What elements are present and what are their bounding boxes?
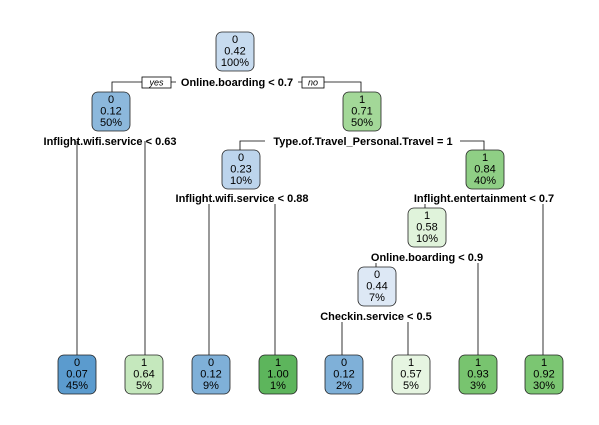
tree-node-l5: 00.122% xyxy=(324,354,364,395)
tree-node-l7: 10.933% xyxy=(458,354,498,395)
node-probability: 0.42 xyxy=(224,46,245,58)
node-probability: 0.23 xyxy=(230,164,251,176)
node-probability: 0.58 xyxy=(416,222,437,234)
node-box xyxy=(124,354,164,395)
node-box xyxy=(465,149,505,190)
node-percentage: 9% xyxy=(203,380,219,392)
split-label-online-boarding: Online.boarding < 0.7 xyxy=(181,77,293,89)
node-probability: 0.64 xyxy=(133,369,154,381)
node-probability: 0.12 xyxy=(100,106,121,118)
node-percentage: 45% xyxy=(66,380,88,392)
no-label-box xyxy=(301,76,325,89)
node-class-label: 0 xyxy=(232,34,238,46)
node-class-label: 1 xyxy=(408,357,414,369)
split-label-inflight-wifi-2: Inflight.wifi.service < 0.88 xyxy=(176,193,309,205)
node-box xyxy=(342,91,382,132)
node-percentage: 5% xyxy=(136,380,152,392)
split-label-inflight-wifi: Inflight.wifi.service < 0.63 xyxy=(44,136,177,148)
tree-nodes: 00.42100%00.1250%10.7150%00.2310%10.8440… xyxy=(57,31,564,395)
split-label-type-of-travel: Type.of.Travel_Personal.Travel = 1 xyxy=(273,136,452,148)
node-box xyxy=(407,207,447,248)
node-box xyxy=(221,149,261,190)
node-class-label: 1 xyxy=(541,357,547,369)
node-probability: 0.93 xyxy=(467,369,488,381)
node-box xyxy=(91,91,131,132)
node-class-label: 1 xyxy=(475,357,481,369)
node-percentage: 2% xyxy=(336,380,352,392)
tree-node-l3: 00.129% xyxy=(191,354,231,395)
tree-node-l6: 10.575% xyxy=(391,354,431,395)
node-box xyxy=(391,354,431,395)
node-percentage: 7% xyxy=(369,292,385,304)
node-class-label: 0 xyxy=(374,269,380,281)
tree-node-n7: 00.447% xyxy=(357,266,397,307)
split-label-inflight-entertainment: Inflight.entertainment < 0.7 xyxy=(414,193,554,205)
yes-label: yes xyxy=(148,78,164,88)
node-class-label: 0 xyxy=(208,357,214,369)
node-class-label: 1 xyxy=(482,152,488,164)
node-class-label: 0 xyxy=(341,357,347,369)
split-label-checkin-service: Checkin.service < 0.5 xyxy=(320,311,432,323)
node-class-label: 0 xyxy=(108,94,114,106)
node-box xyxy=(524,354,564,395)
node-box xyxy=(324,354,364,395)
node-class-label: 1 xyxy=(275,357,281,369)
node-box xyxy=(258,354,298,395)
node-probability: 0.44 xyxy=(366,281,387,293)
tree-node-l2: 10.645% xyxy=(124,354,164,395)
node-box xyxy=(57,354,97,395)
node-percentage: 5% xyxy=(403,380,419,392)
node-class-label: 1 xyxy=(424,210,430,222)
node-class-label: 0 xyxy=(74,357,80,369)
node-probability: 0.07 xyxy=(66,369,87,381)
tree-node-l4: 11.001% xyxy=(258,354,298,395)
node-percentage: 100% xyxy=(221,57,249,69)
node-class-label: 0 xyxy=(238,152,244,164)
node-probability: 0.71 xyxy=(351,106,372,118)
node-box xyxy=(458,354,498,395)
split-label-online-boarding-2: Online.boarding < 0.9 xyxy=(371,252,483,264)
tree-edges xyxy=(76,81,544,355)
node-box xyxy=(191,354,231,395)
branch-labels: yes no xyxy=(141,76,325,89)
node-percentage: 50% xyxy=(351,117,373,129)
node-probability: 0.92 xyxy=(533,369,554,381)
node-percentage: 1% xyxy=(270,380,286,392)
node-percentage: 10% xyxy=(230,175,252,187)
node-percentage: 10% xyxy=(416,233,438,245)
edge-n3-right xyxy=(460,140,485,150)
edge-n3-left xyxy=(239,140,265,150)
node-box xyxy=(357,266,397,307)
node-class-label: 1 xyxy=(359,94,365,106)
node-probability: 0.84 xyxy=(474,164,495,176)
node-probability: 0.12 xyxy=(333,369,354,381)
no-label: no xyxy=(308,78,318,88)
node-percentage: 3% xyxy=(470,380,486,392)
node-class-label: 1 xyxy=(141,357,147,369)
node-probability: 0.57 xyxy=(400,369,421,381)
split-labels: Online.boarding < 0.7 Inflight.wifi.serv… xyxy=(44,77,555,323)
node-box xyxy=(215,31,255,72)
node-probability: 0.12 xyxy=(200,369,221,381)
node-percentage: 50% xyxy=(100,117,122,129)
yes-label-box xyxy=(141,76,172,89)
node-probability: 1.00 xyxy=(267,369,288,381)
node-percentage: 30% xyxy=(533,380,555,392)
node-percentage: 40% xyxy=(474,175,496,187)
